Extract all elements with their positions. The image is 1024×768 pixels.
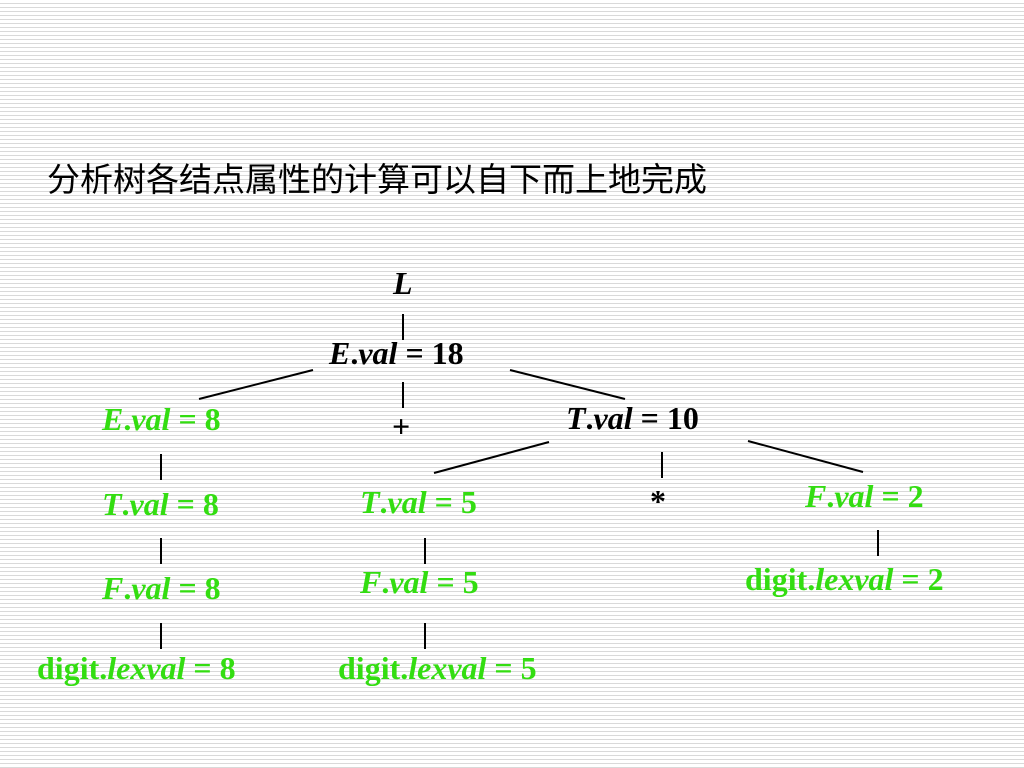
edge-e-to-tright <box>509 369 626 400</box>
edge-tleft-to-fleft <box>160 538 162 564</box>
node-t-mid: T.val = 5 <box>360 484 477 520</box>
node-star: * <box>650 483 666 519</box>
edge-e-to-plus <box>402 382 404 408</box>
node-digit-left: digit.lexval = 8 <box>37 650 236 686</box>
edge-eleft-to-tleft <box>160 454 162 480</box>
edge-fright-to-digit <box>877 530 879 556</box>
node-t-left: T.val = 8 <box>102 486 219 522</box>
edge-fmid-to-digit <box>424 623 426 649</box>
edge-tmid-to-fmid <box>424 538 426 564</box>
edge-t-to-fright <box>747 440 864 473</box>
node-root-l: L <box>393 265 413 301</box>
edge-t-to-star <box>661 452 663 478</box>
edge-l-to-e <box>402 314 404 340</box>
node-f-right: F.val = 2 <box>805 478 924 514</box>
node-e-top: E.val = 18 <box>329 335 464 371</box>
node-digit-right: digit.lexval = 2 <box>745 561 944 597</box>
edge-e-to-eleft <box>198 369 314 400</box>
edge-t-to-tmid <box>433 441 550 474</box>
edge-fleft-to-digit <box>160 623 162 649</box>
node-plus: + <box>392 408 411 444</box>
node-f-mid: F.val = 5 <box>360 564 479 600</box>
node-e-left: E.val = 8 <box>102 401 221 437</box>
slide-title: 分析树各结点属性的计算可以自下而上地完成 <box>47 160 707 199</box>
node-t-right: T.val = 10 <box>566 400 699 436</box>
node-f-left: F.val = 8 <box>102 570 221 606</box>
node-digit-mid: digit.lexval = 5 <box>338 650 537 686</box>
